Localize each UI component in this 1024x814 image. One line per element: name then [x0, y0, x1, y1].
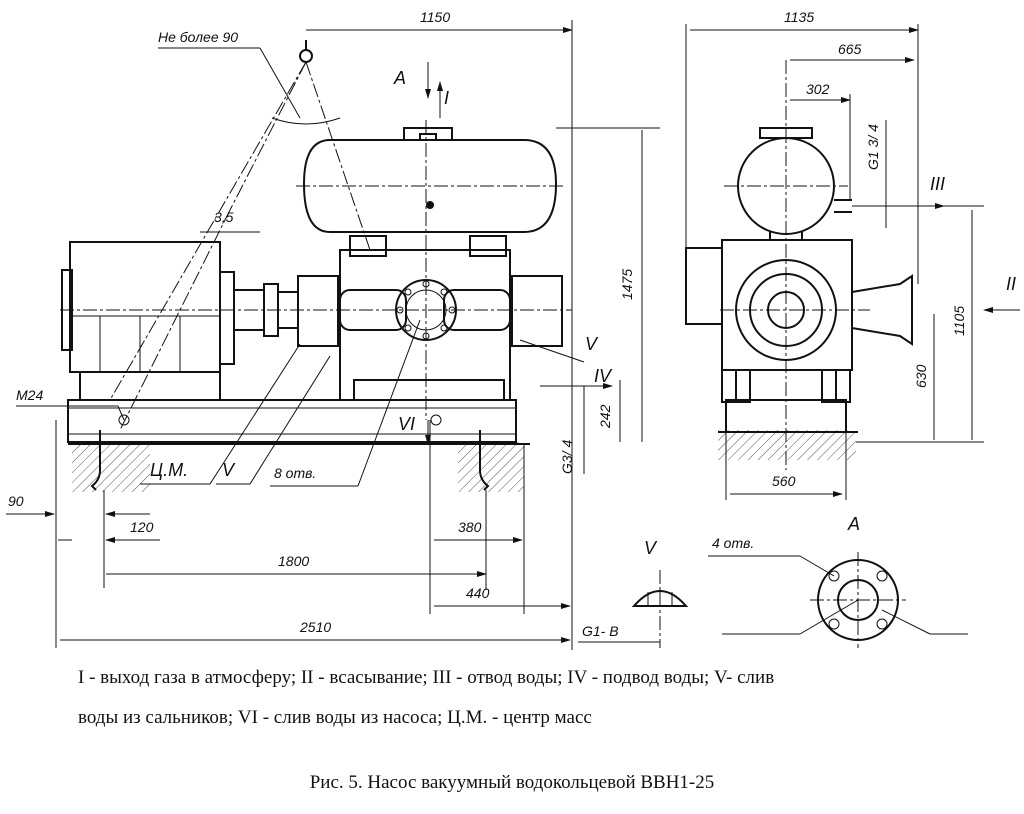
dimension-label: 1135 — [784, 9, 814, 25]
dimension-label: II — [1006, 274, 1016, 294]
figure-caption: Рис. 5. Насос вакуумный водокольцевой ВВ… — [309, 772, 715, 793]
pump-drawing: 1150 Не более 90 3,5 A I 1475 242 G3/ 4 … — [6, 9, 1020, 650]
dimension-label: VI — [398, 414, 415, 434]
dimension-label: III — [930, 174, 945, 194]
dimension-label: V — [644, 538, 658, 558]
dimension-label: 8 отв. — [274, 465, 316, 481]
dimension-label: 380 — [458, 519, 482, 535]
dimension-label: 665 — [838, 41, 862, 57]
dimension-label: 630 — [913, 364, 929, 388]
dimension-label: G3/ 4 — [559, 440, 575, 474]
dimension-label: 120 — [130, 519, 154, 535]
dimension-label: 1150 — [420, 9, 450, 25]
base-frame — [67, 399, 517, 443]
dimension-label: A — [393, 68, 406, 88]
dimension-label: V — [222, 460, 236, 480]
detail-view-a: A 4 отв. — [708, 514, 968, 648]
dimension-label: 440 — [466, 585, 490, 601]
dimension-label: Ц.М. — [150, 460, 188, 480]
dimension-label: 560 — [772, 473, 796, 489]
dimension-label: Не более 90 — [158, 29, 238, 45]
dimension-label: IV — [594, 366, 613, 386]
detail-view-v: V G1- B — [578, 538, 689, 648]
foundation-right — [458, 442, 524, 492]
legend-line-2: воды из сальников; VI - слив воды из нас… — [78, 707, 592, 728]
side-view: 1135 665 302 G1 3/ 4 III 1105 630 II 560 — [685, 9, 1020, 500]
dimension-label: 242 — [597, 404, 613, 429]
foundation-left — [72, 442, 150, 492]
dimension-label: 4 отв. — [712, 535, 754, 551]
dimension-label: I — [444, 88, 449, 108]
dimension-label: V — [585, 334, 599, 354]
legend-line-1: I - выход газа в атмосферу; II - всасыва… — [78, 667, 775, 688]
dimension-label: 2510 — [299, 619, 331, 635]
dimension-label: 1475 — [619, 269, 635, 300]
lifting-slings — [109, 40, 371, 431]
dimension-label: 90 — [8, 493, 24, 509]
separator-tank — [296, 127, 565, 233]
dimension-label: A — [847, 514, 860, 534]
dimension-label: G1- B — [582, 623, 619, 639]
dimension-label: 302 — [806, 81, 830, 97]
front-view: 1150 Не более 90 3,5 A I 1475 242 G3/ 4 … — [6, 9, 660, 650]
pump-body — [297, 235, 563, 401]
dimension-label: G1 3/ 4 — [865, 124, 881, 170]
dimension-label: 1800 — [278, 553, 309, 569]
electric-motor — [61, 241, 299, 401]
dimension-label: M24 — [16, 387, 43, 403]
dimension-label: 1105 — [951, 306, 967, 336]
dimension-label: 3,5 — [214, 209, 234, 225]
